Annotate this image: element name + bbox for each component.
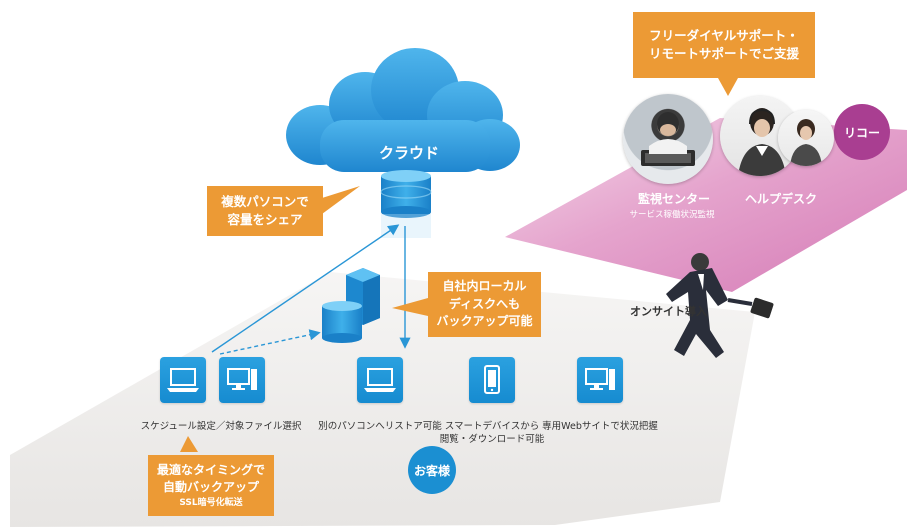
onsite-label: オンサイト導入 <box>630 305 707 318</box>
share-callout-pointer <box>322 186 360 214</box>
device-label-line: 閲覧・ダウンロード可能 <box>439 433 545 445</box>
callout-line: ディスクへも <box>448 296 521 311</box>
callout-share-capacity: 複数パソコンで 容量をシェア <box>207 186 323 236</box>
device-label-web: 専用Webサイトで状況把握 <box>542 421 658 432</box>
desktop-icon <box>585 368 615 390</box>
customer-circle <box>408 446 456 494</box>
local-backup-arrow <box>219 329 321 355</box>
restore-laptop-device <box>357 357 403 403</box>
web-desktop-device <box>577 357 623 403</box>
customer-label: お客様 <box>413 464 450 478</box>
callout-support: フリーダイヤルサポート・ リモートサポートでご支援 <box>633 12 815 78</box>
callout-line: フリーダイヤルサポート・ <box>649 27 799 43</box>
upload-arrow <box>211 224 400 353</box>
cloud-storage-cylinder <box>380 170 432 218</box>
monitor-center-subtitle: サービス稼働状況監視 <box>629 210 715 220</box>
helpdesk-photo-2 <box>778 110 834 166</box>
monitor-center-title: 監視センター <box>637 192 710 206</box>
callout-line: 容量をシェア <box>227 212 303 227</box>
device-label-line: スマートデバイスから <box>444 421 540 432</box>
cloud-shape <box>286 48 520 172</box>
device-label-smartdevice: スマートデバイスから 閲覧・ダウンロード可能 <box>436 421 548 447</box>
callout-line: 自社内ローカル <box>442 279 527 294</box>
callout-line: 最適なタイミングで <box>156 462 265 477</box>
callout-local-backup: 自社内ローカル ディスクへも バックアップ可能 <box>428 272 541 337</box>
laptop-icon <box>167 368 199 392</box>
helpdesk-title: ヘルプデスク <box>744 192 817 206</box>
laptop-device <box>160 357 206 403</box>
smartphone-icon <box>484 365 500 394</box>
auto-callout-pointer <box>180 436 198 452</box>
smartphone-device <box>469 357 515 403</box>
callout-line: リモートサポートでご支援 <box>648 46 799 61</box>
desktop-device <box>219 357 265 403</box>
device-label-restore: 別のパソコンへリストア可能 <box>318 421 442 432</box>
local-server <box>322 268 380 343</box>
desktop-icon <box>227 368 257 390</box>
callout-auto-backup: 最適なタイミングで 自動バックアップ SSL暗号化転送 <box>148 455 274 516</box>
support-agent-icon <box>790 119 822 166</box>
ricoh-circle <box>834 104 890 160</box>
device-label-schedule: スケジュール設定／対象ファイル選択 <box>140 421 302 432</box>
onsite-engineer-figure <box>666 253 774 358</box>
operator-at-keyboard-icon <box>641 112 695 166</box>
cloud-label: クラウド <box>378 144 439 162</box>
callout-line: 複数パソコンで <box>221 193 309 209</box>
callout-line: バックアップ可能 <box>436 314 533 329</box>
monitor-center-photo <box>623 94 713 184</box>
laptop-icon <box>364 368 396 392</box>
local-callout-pointer <box>392 298 428 316</box>
support-callout-pointer <box>718 78 738 96</box>
ricoh-label: リコー <box>843 126 880 140</box>
support-agent-icon <box>738 108 786 176</box>
callout-subline: SSL暗号化転送 <box>179 497 243 508</box>
callout-line: 自動バックアップ <box>162 480 259 495</box>
